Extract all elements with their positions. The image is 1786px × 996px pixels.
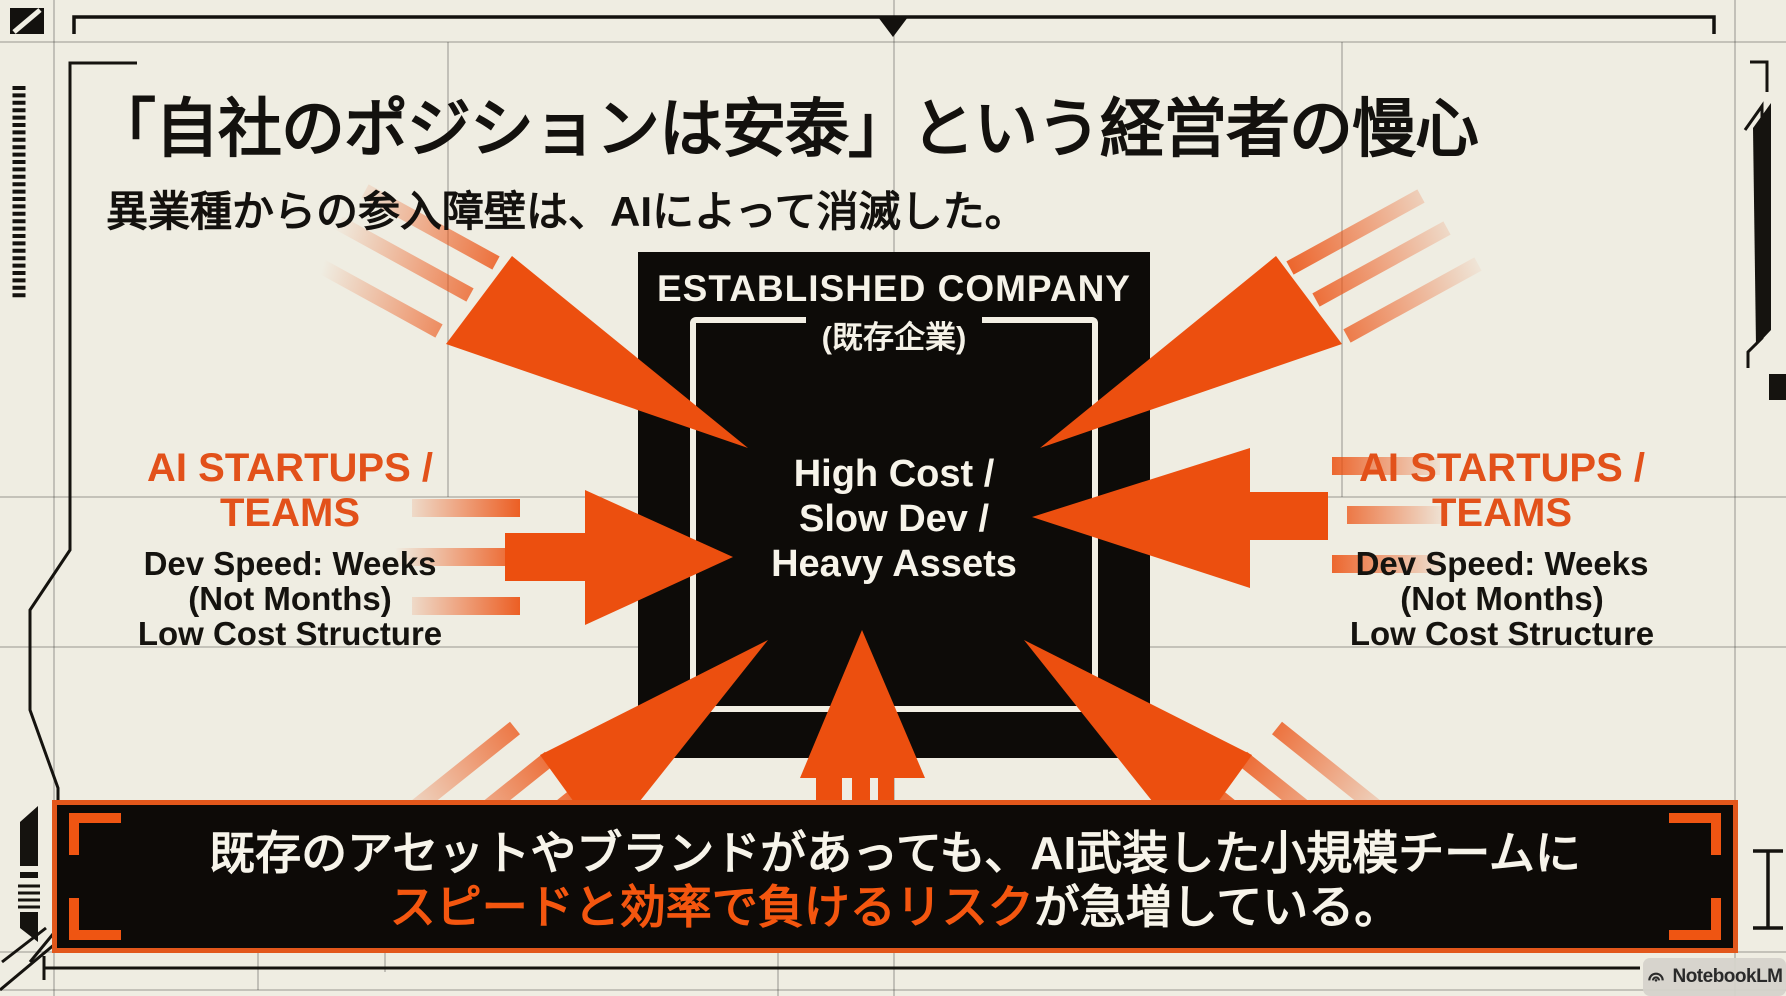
- ai-startups-detail: Dev Speed: Weeks: [1355, 545, 1649, 582]
- arrow-bottom-center: [800, 630, 925, 800]
- left-hud-blocks: [18, 806, 40, 942]
- banner-corner-bracket: [1669, 898, 1721, 940]
- trait-line: Heavy Assets: [771, 543, 1017, 585]
- page-title: 「自社のポジションは安泰」という経営者の慢心: [92, 93, 1479, 165]
- corner-flag-icon: [10, 8, 44, 34]
- right-hud-blade: [1743, 60, 1786, 400]
- banner-line2-rest: が急増している。: [1033, 881, 1401, 933]
- established-company-box: ESTABLISHED COMPANY (既存企業) High Cost / S…: [638, 252, 1150, 758]
- arrow-top-right: [1040, 189, 1482, 448]
- bottom-frame-line: [42, 956, 1640, 980]
- banner-corner-bracket: [69, 898, 121, 940]
- notebooklm-watermark: NotebookLM: [1643, 958, 1786, 996]
- ai-startups-detail: (Not Months): [1400, 580, 1604, 617]
- banner-corner-bracket: [69, 813, 121, 855]
- watermark-label: NotebookLM: [1672, 966, 1783, 987]
- company-label-en: ESTABLISHED COMPANY: [657, 268, 1131, 309]
- banner-highlight: スピードと効率で負けるリスク: [389, 881, 1034, 933]
- ai-startups-detail: Low Cost Structure: [1349, 615, 1655, 652]
- company-traits: High Cost / Slow Dev / Heavy Assets: [638, 452, 1150, 587]
- page-subtitle: 異業種からの参入障壁は、AIによって消滅した。: [106, 188, 1027, 235]
- top-center-marker-icon: [878, 17, 908, 37]
- arrow-top-left: [304, 184, 748, 448]
- banner-corner-bracket: [1669, 813, 1721, 855]
- ai-startups-detail: Dev Speed: Weeks: [143, 545, 437, 582]
- right-ibeam-mark: [1753, 849, 1783, 930]
- arrow-mid-right: [1032, 448, 1457, 588]
- company-label-jp: (既存企業): [805, 312, 983, 357]
- trait-line: Slow Dev /: [798, 498, 990, 540]
- ai-startups-title: AI STARTUPS / TEAMS: [147, 446, 433, 535]
- ai-startups-title: AI STARTUPS / TEAMS: [1359, 446, 1645, 535]
- trait-line: High Cost /: [793, 453, 995, 495]
- banner-line1: 既存のアセットやブランドがあっても、AI武装した小規模チームに: [209, 827, 1581, 879]
- ai-startups-label-right: AI STARTUPS / TEAMS Dev Speed: Weeks (No…: [1292, 446, 1712, 651]
- arrow-mid-left: [395, 490, 733, 625]
- ai-startups-label-left: AI STARTUPS / TEAMS Dev Speed: Weeks (No…: [80, 446, 500, 651]
- banner-line2: スピードと効率で負けるリスクが急増している。: [57, 871, 1733, 937]
- ai-startups-detail: (Not Months): [188, 580, 392, 617]
- notebooklm-logo-icon: [1648, 972, 1665, 982]
- ai-startups-detail: Low Cost Structure: [137, 615, 443, 652]
- risk-banner: 既存のアセットやブランドがあっても、AI武装した小規模チームに スピードと効率で…: [52, 800, 1738, 953]
